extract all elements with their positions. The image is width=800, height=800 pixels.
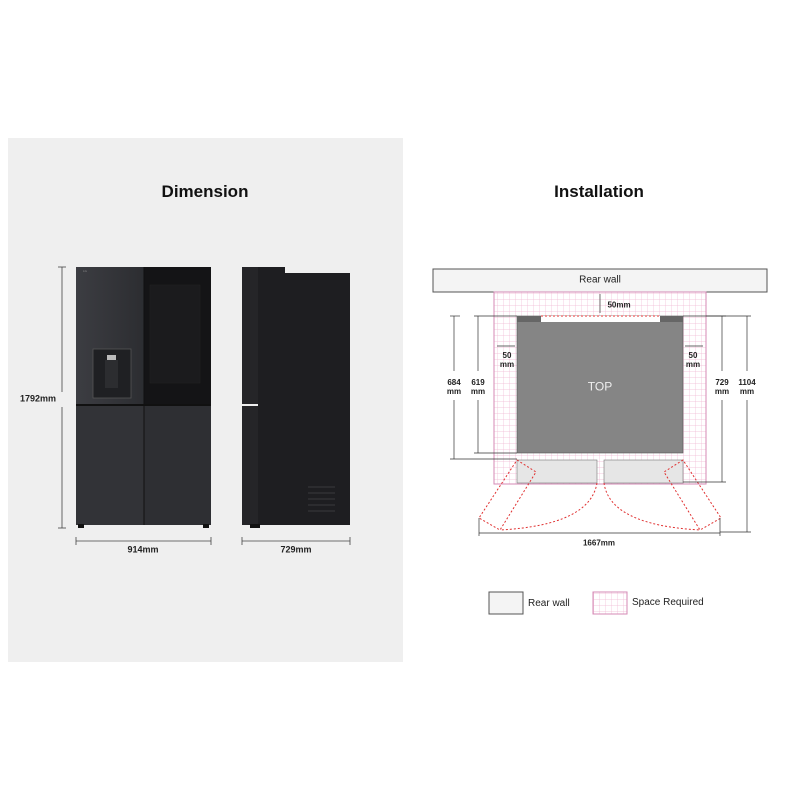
fridge-front-view: LG	[76, 267, 211, 528]
legend-space-required-label: Space Required	[632, 597, 704, 608]
door-right	[603, 459, 684, 484]
top-label: TOP	[587, 379, 613, 394]
open-width-label: 1667mm	[582, 538, 616, 548]
fridge-side-view	[242, 267, 350, 528]
front-width-label: 914mm	[127, 544, 159, 555]
rear-gap-label: 50mm	[607, 300, 631, 310]
side-depth-label: 729mm	[280, 544, 312, 555]
svg-text:LG: LG	[83, 269, 88, 273]
dimension-lines	[58, 266, 351, 545]
installation-title: Installation	[554, 182, 644, 201]
rear-wall-label: Rear wall	[579, 274, 621, 286]
legend-space-required-swatch	[592, 591, 628, 615]
height-label: 1792mm	[19, 393, 57, 404]
door-swing	[478, 459, 722, 531]
dimension-title: Dimension	[161, 182, 249, 201]
legend-rear-wall-label: Rear wall	[528, 598, 570, 609]
legend-rear-wall-swatch	[488, 591, 524, 615]
door-left	[516, 459, 598, 484]
